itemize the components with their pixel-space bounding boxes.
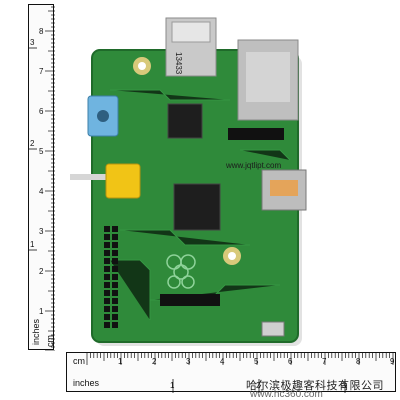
gpio-pin	[112, 266, 118, 272]
vertical-ruler-ticks: 1 2 3 4 5 6 7 8 1 2 3	[29, 6, 55, 351]
inch-tick-label: 3	[30, 38, 35, 47]
camera-connector	[160, 294, 220, 306]
horizontal-ruler-inches-label: inches	[73, 378, 100, 388]
cm-tick-label: 6	[288, 357, 293, 366]
cm-tick-label: 4	[220, 357, 225, 366]
gpio-pin	[112, 290, 118, 296]
gpio-pin	[104, 258, 110, 264]
cm-tick-label: 1	[39, 307, 44, 316]
gpio-pin	[112, 282, 118, 288]
gpio-pin	[104, 290, 110, 296]
gpio-pin	[104, 242, 110, 248]
horizontal-ruler-ticks: 1 2 3 4 5 6 7 8 9 1 2 3	[86, 353, 395, 393]
gpio-pin	[104, 274, 110, 280]
gpio-header	[104, 226, 118, 328]
inch-tick-label: 1	[30, 240, 35, 249]
gpio-pin	[104, 282, 110, 288]
watermark-company: 哈尔滨极趣客科技有限公司	[246, 380, 384, 392]
watermark-url: www.hc360.com	[250, 389, 323, 400]
cm-tick-label: 3	[39, 227, 44, 236]
cm-tick-label: 7	[322, 357, 327, 366]
gpio-pin	[112, 274, 118, 280]
cm-tick-label: 2	[152, 357, 157, 366]
gpio-pin	[104, 322, 110, 328]
cm-tick-label: 8	[356, 357, 361, 366]
usb-serial-number: 13433	[174, 52, 183, 75]
cm-tick-label: 7	[39, 67, 44, 76]
cm-tick-label: 8	[39, 27, 44, 36]
video-jack	[105, 163, 141, 199]
raspberry-logo	[166, 254, 196, 289]
gpio-pin	[104, 226, 110, 232]
video-jack-pin	[70, 174, 108, 180]
gpio-pin	[104, 298, 110, 304]
gpio-pin	[104, 314, 110, 320]
gpio-pin	[112, 314, 118, 320]
mounting-hole-top-center	[138, 62, 146, 70]
cm-tick-label: 6	[39, 107, 44, 116]
usb-connector-opening	[171, 21, 211, 43]
ethernet-jack-face	[246, 52, 290, 102]
gpio-pin	[104, 250, 110, 256]
gpio-pin	[104, 234, 110, 240]
silk-url: www.jqtlipt.com	[225, 161, 281, 170]
audio-jack-port	[97, 110, 109, 122]
gpio-pin	[112, 298, 118, 304]
horizontal-ruler: 1 2 3 4 5 6 7 8 9 1 2 3 cm inches	[66, 352, 396, 393]
inch-tick-label: 2	[256, 381, 261, 390]
cm-tick-label: 5	[39, 147, 44, 156]
controller-chip	[167, 103, 203, 139]
display-connector	[228, 128, 284, 140]
cm-tick-label: 1	[118, 357, 123, 366]
inch-tick-label: 1	[170, 381, 175, 390]
inch-tick-label: 3	[342, 381, 347, 390]
hdmi-port-inner	[270, 180, 298, 196]
gpio-pin	[112, 250, 118, 256]
gpio-pin	[104, 306, 110, 312]
cm-tick-label: 5	[254, 357, 259, 366]
gpio-pin	[104, 266, 110, 272]
cm-tick-label: 9	[390, 357, 395, 366]
inch-tick-label: 2	[30, 139, 35, 148]
gpio-pin	[112, 322, 118, 328]
gpio-pin	[112, 234, 118, 240]
cm-tick-label: 4	[39, 187, 44, 196]
mounting-hole-middle-center	[228, 252, 236, 260]
cm-tick-label: 3	[186, 357, 191, 366]
gpio-pin	[112, 258, 118, 264]
power-micro-usb	[261, 321, 285, 337]
gpio-pin	[112, 226, 118, 232]
processor-chip	[173, 183, 221, 231]
horizontal-ruler-cm-label: cm	[73, 356, 85, 366]
gpio-pin	[112, 306, 118, 312]
cm-tick-label: 2	[39, 267, 44, 276]
gpio-pin	[112, 242, 118, 248]
